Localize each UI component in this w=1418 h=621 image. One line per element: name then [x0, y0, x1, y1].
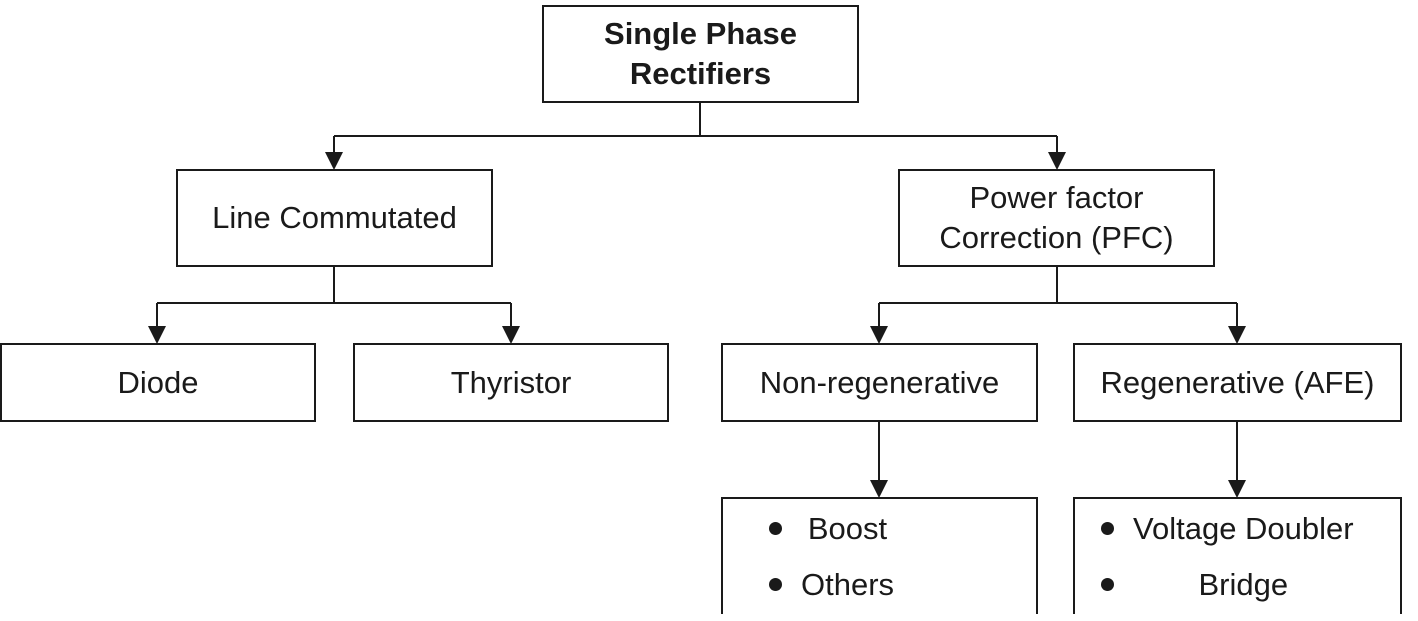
node-non-regenerative-label: Non-regenerative [759, 364, 1000, 400]
node-line-commutated: Line Commutated [176, 169, 493, 267]
node-regenerative: Regenerative (AFE) [1073, 343, 1402, 422]
list-item-text: Voltage Doubler [1133, 511, 1354, 546]
arrowhead-non-regen-list [870, 480, 888, 498]
node-thyristor: Thyristor [353, 343, 669, 422]
node-diode: Diode [0, 343, 316, 422]
node-single-phase-rectifiers: Single Phase Rectifiers [542, 5, 859, 103]
node-pfc-line2: Correction (PFC) [939, 220, 1174, 255]
list-item-text: Others [801, 567, 895, 602]
list-item-text: Bridge [1198, 567, 1289, 602]
node-diode-label: Diode [117, 364, 199, 400]
node-non-regenerative: Non-regenerative [721, 343, 1038, 422]
arrowhead-pfc [1048, 152, 1066, 170]
node-non-regenerative-list: Boost Others [721, 497, 1038, 614]
node-single-phase-rectifiers-line1: Single Phase [604, 16, 797, 51]
node-thyristor-label: Thyristor [450, 364, 572, 400]
bullet-dot-icon [1101, 578, 1114, 591]
node-line-commutated-label: Line Commutated [212, 200, 457, 235]
arrowhead-regen-list [1228, 480, 1246, 498]
bullet-dot-icon [769, 522, 782, 535]
node-pfc: Power factor Correction (PFC) [898, 169, 1215, 267]
list-item-text: Boost [807, 511, 888, 546]
node-regenerative-label: Regenerative (AFE) [1100, 364, 1375, 400]
node-pfc-line1: Power factor [969, 180, 1144, 215]
arrowhead-diode [148, 326, 166, 344]
bullet-dot-icon [769, 578, 782, 591]
list-item: Boost [769, 509, 894, 565]
node-single-phase-rectifiers-line2: Rectifiers [629, 56, 772, 91]
arrowhead-thyristor [502, 326, 520, 344]
bullet-dot-icon [1101, 522, 1114, 535]
arrowhead-non-regenerative [870, 326, 888, 344]
list-item: Bridge [1101, 565, 1354, 621]
list-item: Voltage Doubler [1101, 509, 1354, 565]
node-regenerative-list: Voltage Doubler Bridge [1073, 497, 1402, 614]
list-item: Others [769, 565, 894, 621]
regenerative-bullet-list: Voltage Doubler Bridge [1101, 509, 1354, 621]
non-regenerative-bullet-list: Boost Others [769, 509, 894, 621]
arrowhead-regenerative [1228, 326, 1246, 344]
arrowhead-line-commutated [325, 152, 343, 170]
